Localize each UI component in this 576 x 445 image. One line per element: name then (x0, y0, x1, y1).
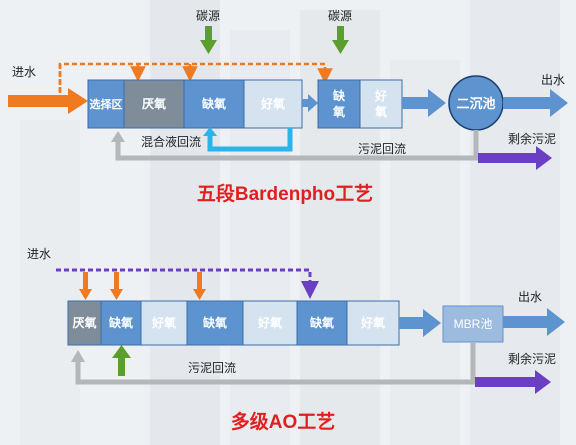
bottom-step-feed-arrows (79, 272, 206, 300)
bardenpho-title: 五段Bardenpho工艺 (197, 182, 373, 205)
to-clarifier-arrow (402, 89, 446, 117)
ao-zone-label-6: 缺氧 (310, 315, 334, 330)
inflow-label: 进水 (12, 65, 36, 79)
ao-zone-anaerobic (67, 300, 102, 346)
zone-label-anoxic-2-line1: 缺 (333, 88, 346, 103)
bottom-inflow-label: 进水 (27, 247, 51, 261)
ao-zone-label-2: 缺氧 (109, 315, 133, 330)
excess-sludge-label: 剩余污泥 (508, 131, 556, 146)
ao-zone-label-1: 厌氧 (72, 315, 96, 330)
ao-zone-label-4: 缺氧 (203, 315, 227, 330)
zone-label-selector: 选择区 (90, 97, 123, 111)
bardenpho-section: 碳源 碳源 进水 选择 (8, 9, 568, 205)
inflow-arrow (8, 88, 88, 114)
zone-label-aerobic-1: 好氧 (260, 96, 285, 111)
ao-zone-label-7: 好氧 (360, 315, 385, 330)
multi-ao-section: 进水 厌氧 缺氧 好氧 缺氧 好氧 缺氧 (27, 247, 565, 433)
bottom-outflow-label: 出水 (518, 290, 542, 304)
ao-zone-aerobic-3 (346, 300, 400, 346)
outflow-arrow (503, 89, 568, 117)
bottom-outflow-arrow (503, 308, 565, 336)
zone-label-aerobic-2-line2: 氧 (374, 104, 387, 119)
bottom-excess-sludge-label: 剩余污泥 (508, 351, 556, 366)
zone-anoxic-1 (183, 79, 245, 129)
outflow-label: 出水 (541, 73, 565, 87)
bardenpho-zones: 选择区 厌氧 缺氧 好氧 缺 氧 好 氧 (87, 79, 403, 129)
excess-sludge-arrow (478, 146, 552, 170)
multi-ao-title: 多级AO工艺 (231, 410, 336, 433)
mbr-tank (442, 305, 504, 343)
carbon-source-label-1: 碳源 (196, 9, 220, 23)
bottom-sludge-return-label: 污泥回流 (188, 361, 236, 375)
carbon-arrow-2 (332, 26, 349, 54)
carbon-arrow-1 (200, 26, 217, 54)
bottom-carbon-arrow (112, 345, 131, 376)
ao-zone-label-5: 好氧 (257, 315, 282, 330)
ao-zones: 厌氧 缺氧 好氧 缺氧 好氧 缺氧 好氧 (67, 300, 400, 346)
mbr-label: MBR池 (454, 317, 493, 331)
zone-anoxic-2 (317, 79, 361, 129)
zone-aerobic-2 (359, 79, 403, 129)
zone-label-aerobic-2-line1: 好 (374, 88, 387, 103)
carbon-source-label-2: 碳源 (328, 9, 352, 23)
bottom-sludge-return (71, 342, 476, 385)
zone-label-anoxic-1: 缺氧 (202, 96, 226, 111)
connector-arrow-1 (302, 94, 318, 112)
bottom-excess-sludge-arrow (475, 370, 551, 394)
ao-zone-anoxic-2 (186, 300, 244, 346)
mixed-liquor-label: 混合液回流 (141, 134, 201, 149)
ao-zone-label-3: 好氧 (151, 315, 176, 330)
to-mbr-arrow (399, 309, 441, 337)
clarifier-label: 二沉池 (456, 96, 495, 111)
sludge-return-line (111, 130, 479, 161)
ao-zone-aerobic-1 (140, 300, 188, 346)
sludge-return-label: 污泥回流 (358, 142, 406, 156)
mixed-liquor-return (203, 127, 293, 152)
zone-label-anoxic-2-line2: 氧 (332, 104, 345, 119)
zone-selector (87, 79, 125, 129)
zone-label-anaerobic: 厌氧 (142, 96, 166, 111)
bottom-feed-line (56, 268, 319, 299)
step-feed-dashed-line (58, 62, 333, 100)
